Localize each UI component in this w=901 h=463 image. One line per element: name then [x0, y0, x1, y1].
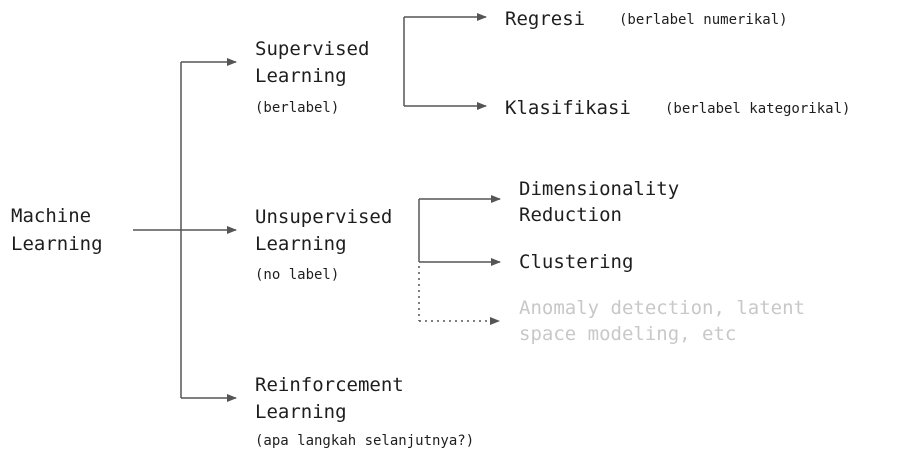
anomaly-label-line2: space modeling, etc — [519, 323, 737, 345]
regresi-label: Regresi — [505, 8, 586, 30]
dimensionality-label-line2: Reduction — [519, 204, 622, 226]
reinforcement-title-line1: Reinforcement — [255, 374, 404, 396]
anomaly-label-line1: Anomaly detection, latent — [519, 297, 805, 319]
unsupervised-note: (no label) — [255, 267, 340, 283]
supervised-title-line2: Learning — [255, 65, 347, 87]
regresi-note: (berlabel numerikal) — [619, 12, 788, 28]
klasifikasi-note: (berlabel kategorikal) — [665, 101, 851, 117]
unsupervised-title-line2: Learning — [255, 233, 347, 255]
reinforcement-note: (apa langkah selanjutnya?) — [255, 433, 475, 449]
clustering-label: Clustering — [519, 251, 634, 273]
dimensionality-label-line1: Dimensionality — [519, 178, 680, 200]
root-label-line2: Learning — [11, 233, 103, 255]
root-label-line1: Machine — [11, 205, 92, 227]
reinforcement-title-line2: Learning — [255, 401, 347, 423]
supervised-title-line1: Supervised — [255, 38, 370, 60]
supervised-note: (berlabel) — [255, 100, 340, 116]
klasifikasi-label: Klasifikasi — [505, 97, 631, 119]
dotted-arrowhead — [490, 317, 500, 325]
unsupervised-title-line1: Unsupervised — [255, 206, 393, 228]
